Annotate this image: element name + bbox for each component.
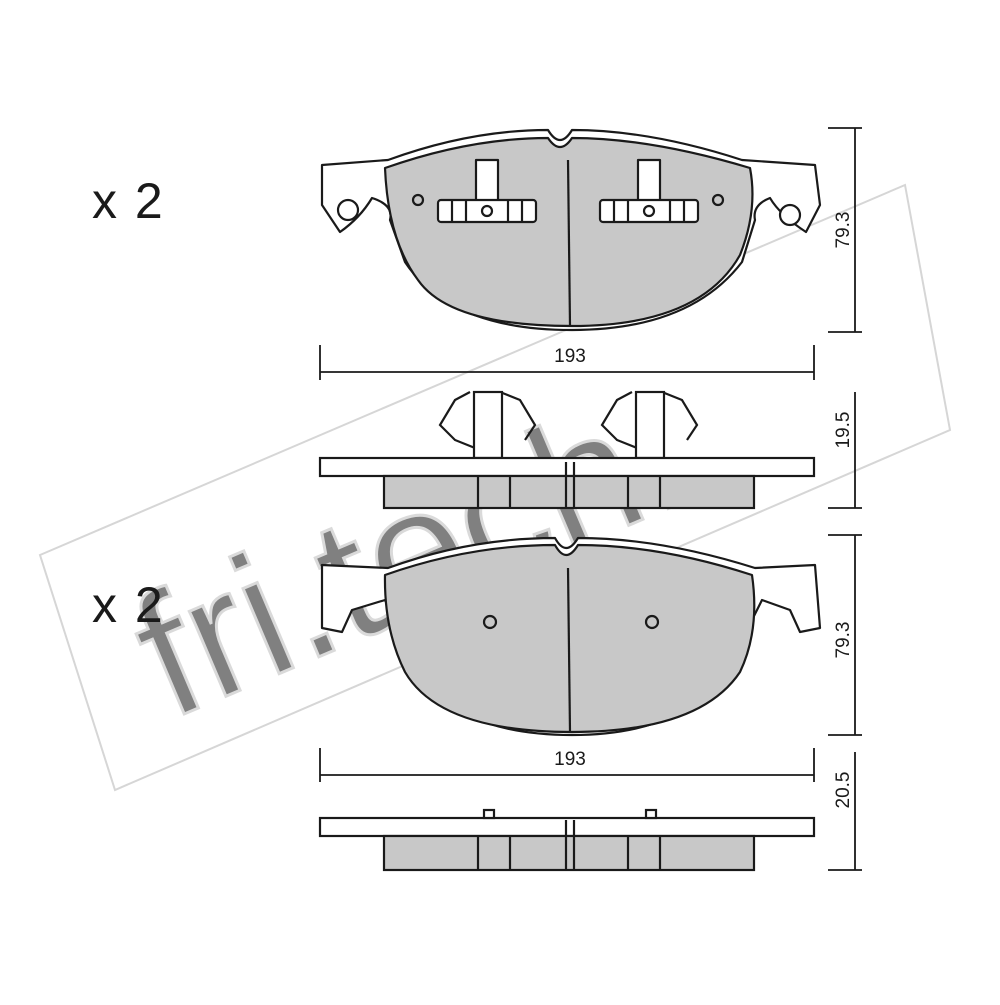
spring-clip-right — [598, 158, 700, 224]
quantity-label-top: x 2 — [92, 173, 165, 229]
dim-top-thickness: 19.5 — [833, 412, 854, 449]
dim-bottom-width: 193 — [554, 749, 586, 770]
friction-side-bottom — [382, 834, 756, 872]
clip-block-left — [472, 390, 504, 460]
spring-clip-left — [436, 158, 538, 224]
pin-hole-bottom-right — [644, 614, 660, 630]
clip-side-left — [438, 390, 537, 450]
pin-hole-right — [711, 193, 725, 207]
quantity-label-bottom: x 2 — [92, 577, 165, 633]
clip-side-right — [600, 390, 699, 450]
dimension-labels: 193 79.3 19.5 193 79.3 20.5 — [554, 212, 854, 809]
dim-top-height: 79.3 — [833, 212, 854, 249]
ear-hole-left — [336, 198, 360, 222]
pad-top-front-view — [320, 128, 822, 332]
pad-top-side-view — [318, 390, 816, 510]
pin-hole-left — [411, 193, 425, 207]
clip-block-right — [634, 390, 666, 460]
pin-hole-bottom-left — [482, 614, 498, 630]
pad-bottom-front-view — [320, 536, 822, 737]
pad-bottom-side-view — [318, 808, 816, 872]
ear-hole-right — [778, 203, 802, 227]
dim-top-width: 193 — [554, 346, 586, 367]
groove-bottom — [566, 567, 572, 733]
friction-side-top — [382, 474, 756, 510]
dim-bottom-height: 79.3 — [833, 622, 854, 659]
groove-top — [566, 159, 572, 327]
dim-bottom-thickness: 20.5 — [833, 772, 854, 809]
dimension-lines — [319, 127, 862, 871]
